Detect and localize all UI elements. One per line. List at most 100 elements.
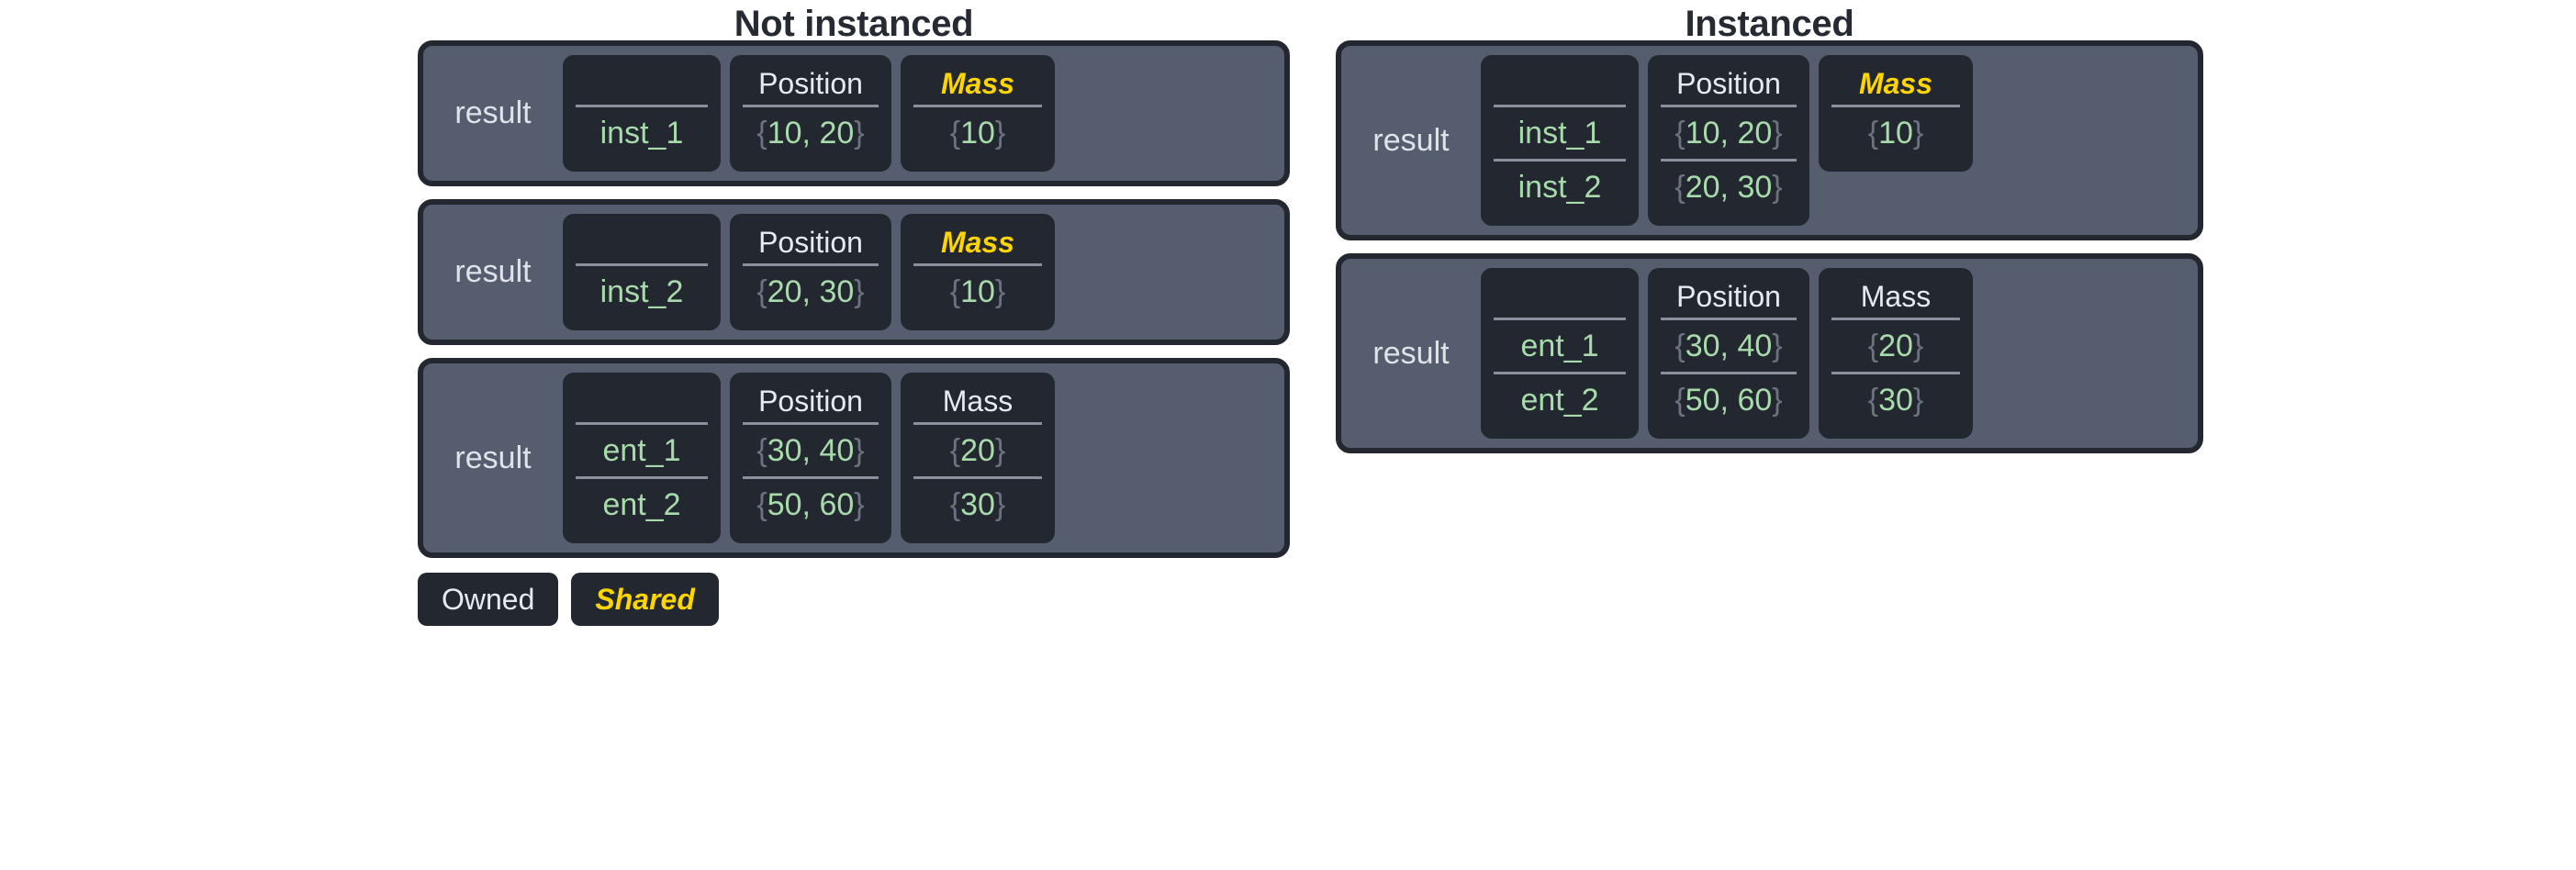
brace-open: { [949,274,961,309]
cell-value: 30 [960,487,995,522]
component-column-position: Position {10, 20} [730,55,891,172]
legend-chip-shared: Shared [571,573,719,626]
brace-close: } [994,116,1006,151]
column-header-name [576,221,708,263]
cell-value: ent_1 [1520,329,1599,363]
brace-close: } [1912,329,1924,363]
component-column-mass: Mass {10} [901,214,1055,330]
cell-position: {10, 20} [1661,105,1797,159]
column-header-mass: Mass [940,226,1015,259]
cell-name: ent_2 [576,476,708,530]
cell-name: ent_1 [1494,318,1626,372]
column-header-mass: Mass [942,385,1014,418]
cell-position: {10, 20} [743,105,879,159]
column-header-name [1494,62,1626,105]
cell-value: 10 [960,116,995,151]
cell-value: inst_1 [599,116,684,151]
cell-position: {30, 40} [743,422,879,476]
cell-position: {50, 60} [743,476,879,530]
cell-name: ent_1 [576,422,708,476]
cell-value: ent_1 [602,433,681,468]
cell-position: {20, 30} [743,263,879,318]
brace-open: { [949,433,961,468]
result-label: result [454,254,532,289]
cell-mass: {20} [913,422,1042,476]
brace-open: { [949,487,961,522]
component-column-name: inst_2 [563,214,721,330]
cell-value: 10 [1878,116,1913,151]
brace-close: } [994,433,1006,468]
cell-mass: {10} [913,105,1042,159]
cell-value: 20 [1878,329,1913,363]
component-columns: inst_2 Position {20, 30} Mass {10} [563,205,1284,340]
component-column-mass: Mass{10} [901,55,1055,172]
cell-value: inst_2 [1518,170,1602,205]
legend-chip-owned: Owned [418,573,559,626]
cell-value: ent_2 [1520,383,1599,418]
column-header-name [576,380,708,422]
cell-value: 50, 60 [1685,383,1773,418]
cell-position: {50, 60} [1661,372,1797,426]
result-label: result [454,440,532,475]
component-column-name: inst_1 inst_2 [1481,55,1639,226]
cell-value: 30 [1878,383,1913,418]
cell-value: 20, 30 [767,274,855,309]
component-column-position: Position {20, 30} [730,214,891,330]
brace-close: } [1772,329,1783,363]
cell-value: inst_2 [599,274,684,309]
cell-mass: {20} [1831,318,1960,372]
brace-close: } [994,274,1006,309]
result-label: result [1372,335,1450,371]
cell-mass: {30} [1831,372,1960,426]
cell-mass: {10} [913,263,1042,318]
brace-open: { [1674,329,1686,363]
brace-close: } [854,433,865,468]
column-header-mass: Mass [1860,280,1932,313]
column-header-position: Position [1676,280,1781,313]
brace-close: } [994,487,1006,522]
component-column-name: inst_1 [563,55,721,172]
cell-mass: {30} [913,476,1042,530]
cell-value: 10 [960,274,995,309]
component-column-position: Position {30, 40}{50, 60} [1648,268,1809,439]
cell-position: {30, 40} [1661,318,1797,372]
column-header-name [576,62,708,105]
brace-open: { [756,487,767,522]
brace-open: { [1674,170,1686,205]
cell-name: inst_1 [576,105,708,159]
brace-open: { [1867,383,1879,418]
brace-close: } [1772,116,1783,151]
cell-value: inst_1 [1518,116,1602,151]
cell-value: 30, 40 [767,433,855,468]
brace-open: { [1867,329,1879,363]
column-header-position: Position [758,67,863,100]
brace-open: { [756,433,767,468]
column-header-position: Position [758,226,863,259]
component-column-mass: Mass{20}{30} [901,373,1055,543]
cell-value: 20, 30 [1685,170,1773,205]
brace-open: { [949,116,961,151]
cell-name: inst_2 [1494,159,1626,213]
cell-name: ent_2 [1494,372,1626,426]
brace-close: } [1912,116,1924,151]
component-column-name: ent_1 ent_2 [563,373,721,543]
component-column-name: ent_1 ent_2 [1481,268,1639,439]
cell-value: ent_2 [602,487,681,522]
column-header-position: Position [1676,67,1781,100]
cell-value: 20 [960,433,995,468]
brace-close: } [1912,383,1924,418]
brace-open: { [1674,116,1686,151]
brace-close: } [854,487,865,522]
brace-open: { [756,274,767,309]
brace-open: { [1867,116,1879,151]
